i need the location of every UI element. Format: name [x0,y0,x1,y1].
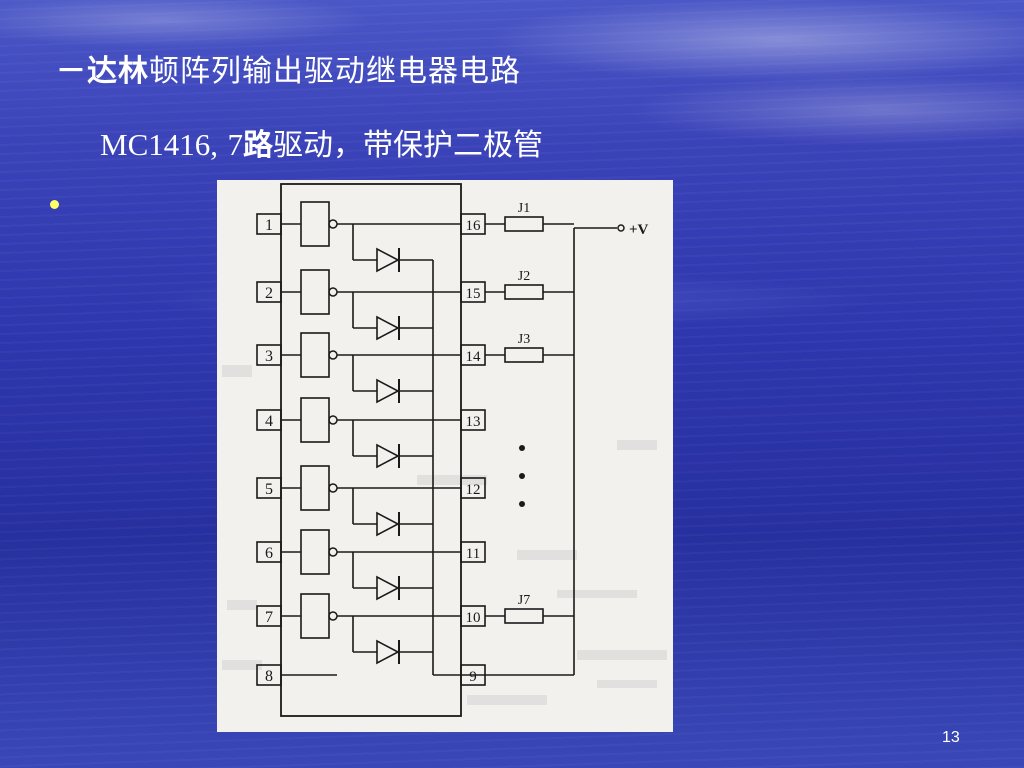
ellipsis-dot [519,445,525,451]
protection-diode [376,443,400,469]
title-bold-part: －达林 [56,54,149,89]
inverter-bubble [328,415,338,425]
protection-diode [376,575,400,601]
ellipsis-dot [519,473,525,479]
bleed-mark [557,590,637,598]
circuit-svg: +V 1 16 J1 2 15 J2 3 14 J3 4 13 5 12 6 11 7 10 J7 8 9 [222,183,667,717]
bleed-mark [467,695,547,705]
right-pin-box [460,281,486,303]
right-pin-box [460,344,486,366]
bleed-mark [517,550,577,560]
relay-coil [504,284,544,300]
inverter-bubble [328,547,338,557]
inverter-bubble [328,219,338,229]
relay-label: J7 [518,593,530,608]
driver-gate [300,332,330,378]
left-pin-box [256,541,282,563]
left-pin-box [256,213,282,235]
right-pin-number: 12 [466,482,481,498]
bleed-mark [222,660,262,670]
left-pin-number: 7 [265,609,273,626]
relay-label: J1 [518,201,530,216]
left-pin-box [256,281,282,303]
supply-label: +V [629,222,649,238]
relay-coil [504,608,544,624]
bleed-mark [227,600,257,610]
bleed-mark [417,475,487,485]
protection-diode [376,639,400,665]
driver-gate [300,201,330,247]
right-pin-number: 10 [466,610,481,626]
left-pin-box [256,605,282,627]
right-pin-number: 14 [466,349,482,365]
bleed-mark [597,680,657,688]
left-pin-box [256,344,282,366]
left-pin-box [256,409,282,431]
driver-gate [300,465,330,511]
inverter-bubble [328,611,338,621]
left-pin-box [256,477,282,499]
right-pin-box [460,541,486,563]
bleed-mark [617,440,657,450]
left-pin-number: 2 [265,285,273,302]
right-pin-box [460,605,486,627]
left-pin-number: 3 [265,348,273,365]
right-pin-number: 16 [466,218,482,234]
subtitle-ways-number: 7 [227,127,244,162]
slide-title: －达林顿阵列输出驱动继电器电路 [56,46,521,90]
circuit-wires [281,223,617,676]
right-pin-number: 13 [466,414,481,430]
bleed-mark [577,650,667,660]
circuit-diagram: +V 1 16 J1 2 15 J2 3 14 J3 4 13 5 12 6 11 7 10 J7 8 9 [217,180,673,732]
protection-diode [376,247,400,273]
right-pin-box [460,213,486,235]
protection-diode [376,511,400,537]
slide-subtitle: MC1416, 7路驱动，带保护二极管 [100,120,543,164]
right-pin-number: 15 [466,286,481,302]
relay-coil [504,216,544,232]
right-pin-box [460,409,486,431]
bullet-dot [50,200,59,209]
right-pin-number: 9 [469,669,477,685]
relay-label: J2 [518,269,530,284]
page-number: 13 [942,729,960,746]
title-rest: 顿阵列输出驱动继电器电路 [149,54,521,89]
left-pin-number: 1 [265,217,273,234]
chip-outline [280,183,462,717]
driver-gate [300,593,330,639]
supply-terminal [617,224,625,232]
bleed-mark [222,365,252,377]
circuit-labels: +V 1 16 J1 2 15 J2 3 14 J3 4 13 5 12 6 11 7 10 J7 8 9 [265,201,649,685]
relay-coil [504,347,544,363]
subtitle-chip-model: MC1416, [100,127,218,162]
subtitle-ways-bold: 路 [243,128,274,163]
driver-gate [300,269,330,315]
right-pin-box [460,477,486,499]
driver-gate [300,529,330,575]
driver-gate [300,397,330,443]
left-pin-number: 5 [265,481,273,498]
right-pin-number: 11 [466,546,480,562]
left-pin-number: 6 [265,545,273,562]
protection-diode [376,315,400,341]
left-pin-box [256,664,282,686]
subtitle-rest: 驱动，带保护二极管 [273,128,544,163]
circuit-parts [256,183,625,717]
protection-diode [376,378,400,404]
left-pin-number: 8 [265,668,273,685]
relay-label: J3 [518,332,530,347]
right-pin-box [460,664,486,686]
bleed-through-background [222,365,667,705]
inverter-bubble [328,287,338,297]
left-pin-number: 4 [265,413,273,430]
ellipsis-dot [519,501,525,507]
inverter-bubble [328,483,338,493]
inverter-bubble [328,350,338,360]
